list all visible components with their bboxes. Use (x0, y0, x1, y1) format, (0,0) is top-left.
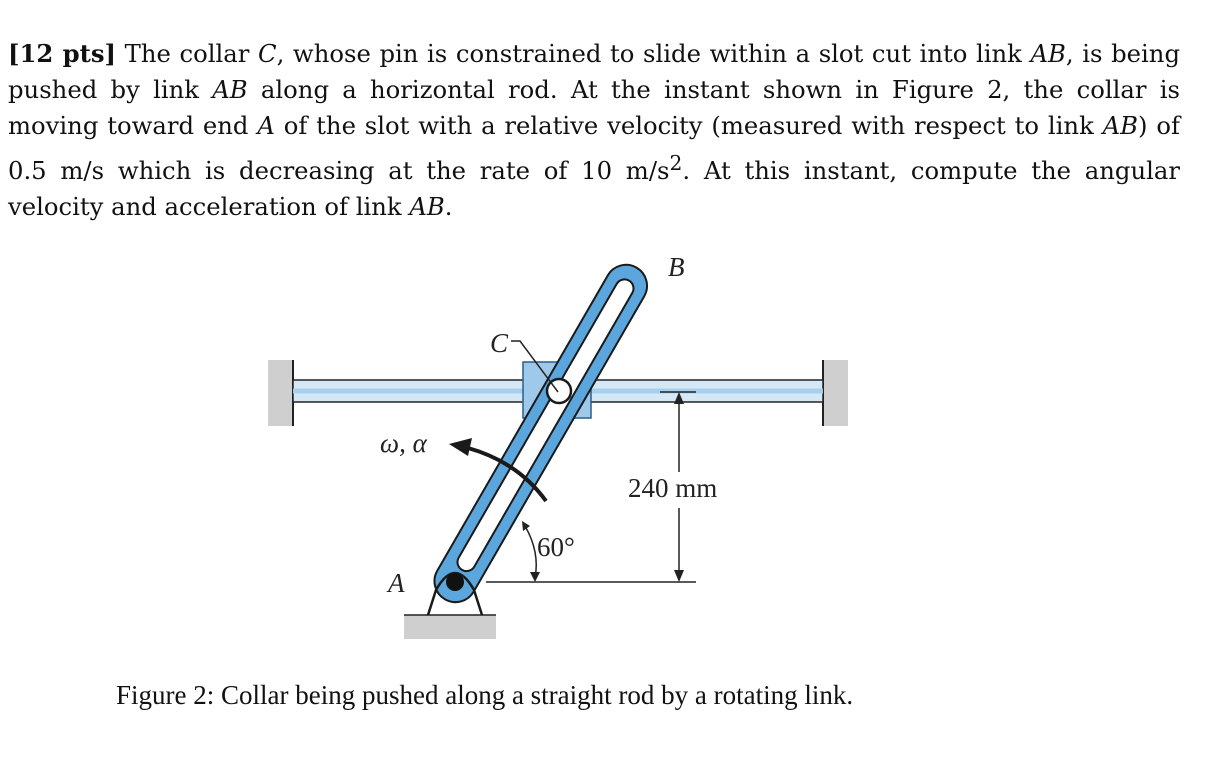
var-ab: AB (212, 75, 248, 105)
angle-arc (524, 525, 537, 579)
label-c: C (490, 328, 509, 358)
dim-arrow-up (674, 392, 684, 404)
label-angle: 60° (537, 532, 575, 562)
var-c: C (257, 39, 277, 68)
problem-text: . At this instant, compute the angular v… (8, 155, 1180, 221)
angle-arrowhead-top (522, 521, 530, 531)
problem-text: . (444, 191, 453, 221)
label-omega-alpha: ω, α (380, 428, 428, 458)
superscript-2: 2 (669, 150, 683, 175)
points-label: [12 pts] (8, 39, 117, 68)
ground (404, 615, 496, 639)
dim-arrow-down (674, 570, 684, 582)
right-wall (824, 360, 848, 426)
label-a: A (386, 568, 405, 598)
problem-text: The collar (116, 39, 258, 68)
var-ab: AB (1030, 39, 1066, 68)
rotation-arrow (467, 446, 548, 503)
link-ab (433, 263, 648, 604)
var-ab: AB (409, 191, 445, 221)
problem-text: , is being pushed by link (8, 39, 1181, 105)
problem-statement: [12 pts] The collar C, whose pin is cons… (8, 36, 1180, 225)
angle-arrowhead-bottom (530, 572, 540, 582)
pin-a (446, 573, 464, 591)
var-ab: AB (1102, 111, 1139, 141)
rotation-arrowhead (449, 438, 472, 456)
problem-text: of the slot with a relative velocity (me… (274, 111, 1103, 141)
figure-caption: Figure 2: Collar being pushed along a st… (116, 680, 854, 710)
left-wall (268, 360, 292, 426)
problem-text: ) of 0.5 m/s which is decreasing at the … (8, 111, 1180, 185)
problem-text: along a horizontal rod. At the instant s… (8, 75, 1180, 141)
var-a: A (257, 111, 275, 141)
leader-c (511, 340, 559, 393)
label-dimension: 240 mm (628, 473, 717, 503)
label-b: B (668, 252, 685, 282)
link-slot (456, 278, 635, 573)
problem-text: , whose pin is constrained to slide with… (276, 39, 1031, 68)
